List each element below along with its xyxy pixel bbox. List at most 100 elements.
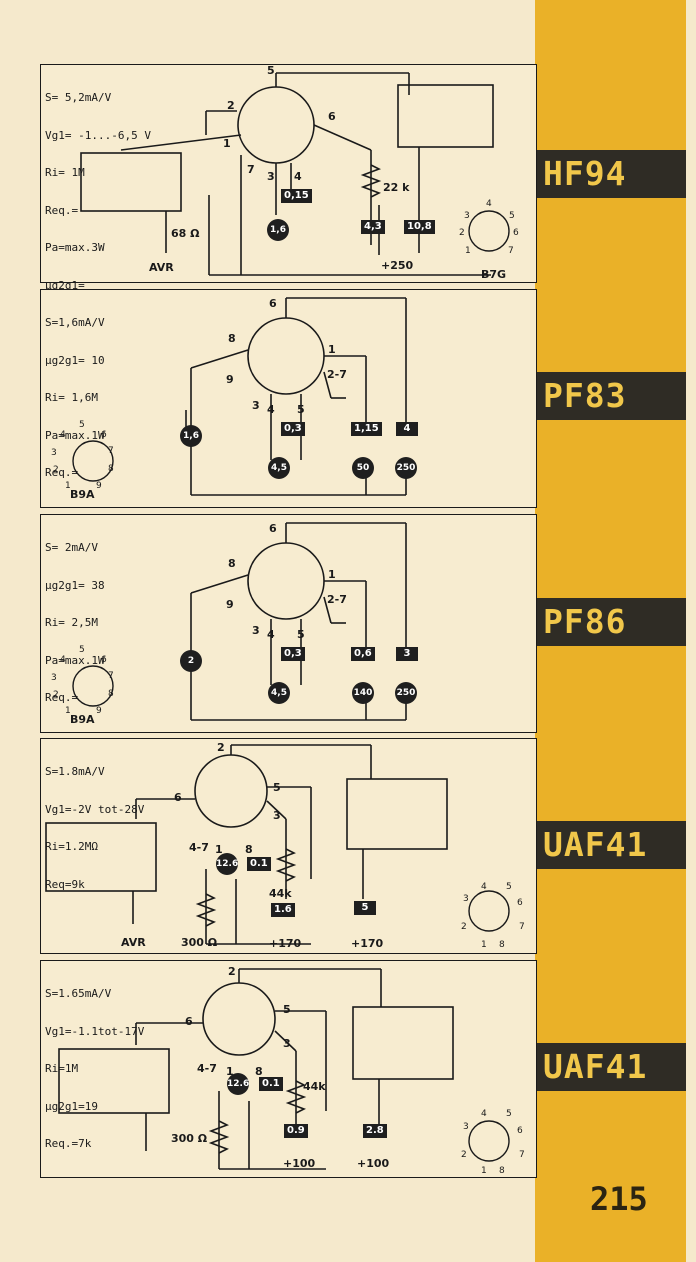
tube-tag-hf94: HF94 bbox=[535, 150, 686, 198]
tube-tag-uaf41-a: UAF41 bbox=[535, 821, 686, 869]
panel-uaf41-a: 2 6 5 3 4-7 1 8 4 5 3 6 2 7 1 8 S=1.8mA/… bbox=[40, 738, 537, 954]
base-pin: 8 bbox=[108, 464, 114, 474]
base-pin: 7 bbox=[519, 1150, 525, 1160]
base-pin: 5 bbox=[509, 211, 515, 221]
value-box: 0.1 bbox=[247, 857, 271, 871]
resistor-label: 44k bbox=[303, 1080, 326, 1093]
base-pin: 7 bbox=[108, 671, 114, 681]
base-pin: 3 bbox=[463, 1122, 469, 1132]
spec-line: Req.=7k bbox=[45, 1137, 92, 1150]
base-pin: 4 bbox=[60, 430, 66, 440]
pin-label: 6 bbox=[185, 1015, 193, 1028]
spec-list-pf83: S=1,6mA/V µg2g1= 10 Ri= 1,6M Pa=max.1W R… bbox=[45, 292, 105, 505]
base-pin: 9 bbox=[96, 706, 102, 716]
spec-line: Req.= bbox=[45, 203, 79, 217]
base-pin: 2 bbox=[461, 922, 467, 932]
base-pin: 3 bbox=[51, 673, 57, 683]
base-diagram-uaf41-b: 4 5 3 6 2 7 1 8 bbox=[461, 1109, 525, 1176]
supply-label: +170 bbox=[351, 937, 384, 950]
base-diagram-uaf41-a: 4 5 3 6 2 7 1 8 bbox=[461, 882, 525, 950]
spec-line: S=1.8mA/V bbox=[45, 765, 105, 778]
pin-label: 5 bbox=[273, 781, 281, 794]
schematic-pf86: 6 8 1 9 2-7 3 4 5 5 4 6 3 7 2 8 1 9 bbox=[51, 522, 407, 721]
spec-line: S=1.65mA/V bbox=[45, 987, 112, 1000]
spec-line: Ri= 1M bbox=[45, 166, 85, 179]
base-pin: 2 bbox=[53, 690, 59, 700]
pin-label: 5 bbox=[297, 628, 305, 641]
pin-label: 6 bbox=[269, 522, 277, 535]
value-circle: 12.6 bbox=[216, 853, 238, 875]
pin-label: 8 bbox=[228, 332, 236, 345]
pin-label: 4 bbox=[267, 628, 275, 641]
base-pin: 6 bbox=[513, 228, 519, 238]
base-pin: 7 bbox=[108, 446, 114, 456]
base-pin: 1 bbox=[481, 1166, 487, 1176]
base-pin: 4 bbox=[481, 882, 487, 892]
spec-line: S=1,6mA/V bbox=[45, 316, 105, 329]
value-box: 0,15 bbox=[281, 189, 312, 203]
base-pin: 5 bbox=[506, 1109, 512, 1119]
supply-label: +100 bbox=[357, 1157, 390, 1170]
pin-label: 4 bbox=[294, 170, 302, 183]
pin-label: 4-7 bbox=[189, 841, 209, 854]
pin-label: 1 bbox=[223, 137, 231, 150]
value-box: 0,3 bbox=[281, 422, 305, 436]
pin-label: 1 bbox=[215, 843, 223, 856]
pin-label: 2 bbox=[227, 99, 235, 112]
pin-label: 7 bbox=[247, 163, 255, 176]
pin-label: 1 bbox=[328, 568, 336, 581]
pin-label: 4-7 bbox=[197, 1062, 217, 1075]
spec-line: Ri=1M bbox=[45, 1062, 79, 1075]
base-pin: 2 bbox=[461, 1150, 467, 1160]
pin-label: 8 bbox=[255, 1065, 263, 1078]
schematic-pf83: 6 8 1 9 2-7 3 4 5 5 4 6 3 7 2 8 1 9 bbox=[51, 297, 407, 496]
value-box: 2.8 bbox=[363, 1124, 387, 1138]
spec-line: µg2g1=19 bbox=[45, 1099, 98, 1113]
spec-line: Req.= bbox=[45, 466, 79, 479]
base-pin: 5 bbox=[79, 420, 85, 430]
pin-label: 3 bbox=[273, 809, 281, 822]
tube-tag-uaf41-b: UAF41 bbox=[535, 1043, 686, 1091]
base-pin: 7 bbox=[508, 246, 514, 256]
resistor-label: 22 k bbox=[383, 181, 410, 194]
spec-line: S= 5,2mA/V bbox=[45, 91, 112, 104]
spec-line: µg2g1= bbox=[45, 278, 85, 292]
pin-label: 2-7 bbox=[327, 368, 347, 381]
value-box: 4,3 bbox=[361, 220, 385, 234]
base-pin: 3 bbox=[463, 894, 469, 904]
pin-label: 1 bbox=[226, 1065, 234, 1078]
spec-list-hf94: S= 5,2mA/V Vg1= -1...-6,5 V Ri= 1M Req.=… bbox=[45, 67, 151, 317]
pin-label: 5 bbox=[283, 1003, 291, 1016]
value-box: 1.6 bbox=[271, 903, 295, 917]
spec-line: Ri=1.2MΩ bbox=[45, 840, 98, 853]
value-circle: 50 bbox=[352, 457, 374, 479]
resistor-label: 44k bbox=[269, 887, 292, 900]
value-circle: 1,6 bbox=[267, 219, 289, 241]
panel-hf94: 5 2 6 1 7 3 4 S= 5,2mA/V Vg1= -1...-6,5 … bbox=[40, 64, 537, 291]
base-diagram-pf83: 5 4 6 3 7 2 8 1 9 bbox=[51, 420, 114, 491]
pin-label: 8 bbox=[245, 843, 253, 856]
base-diagram-hf94: 4 3 5 2 6 1 7 bbox=[459, 199, 519, 256]
pin-label: 6 bbox=[328, 110, 336, 123]
base-pin: 4 bbox=[60, 655, 66, 665]
pin-label: 3 bbox=[283, 1037, 291, 1050]
base-pin: 2 bbox=[459, 228, 465, 238]
spec-line: Ri= 1,6M bbox=[45, 391, 98, 404]
panel-uaf41-b: 2 6 5 3 4-7 1 8 4 5 3 6 2 7 1 8 S=1.65mA… bbox=[40, 960, 537, 1178]
value-circle: 140 bbox=[352, 682, 374, 704]
value-circle: 4,5 bbox=[268, 682, 290, 704]
pin-label: 2 bbox=[217, 741, 225, 754]
spec-line: Pa=max.3W bbox=[45, 241, 105, 254]
value-circle: 12.6 bbox=[227, 1073, 249, 1095]
base-pin: 1 bbox=[465, 246, 471, 256]
value-box: 1,15 bbox=[351, 422, 382, 436]
value-box: 0,6 bbox=[351, 647, 375, 661]
resistor-label: 68 Ω bbox=[171, 227, 200, 240]
spec-line: Pa=max.1W bbox=[45, 428, 105, 442]
spec-list-uaf41-a: S=1.8mA/V Vg1=-2V tot-28V Ri=1.2MΩ Req=9… bbox=[45, 741, 144, 916]
value-circle: 2 bbox=[180, 650, 202, 672]
spec-line: Req=9k bbox=[45, 877, 85, 891]
page-number: 215 bbox=[590, 1180, 648, 1218]
base-pin: 6 bbox=[101, 430, 107, 440]
base-pin: 1 bbox=[65, 481, 71, 491]
